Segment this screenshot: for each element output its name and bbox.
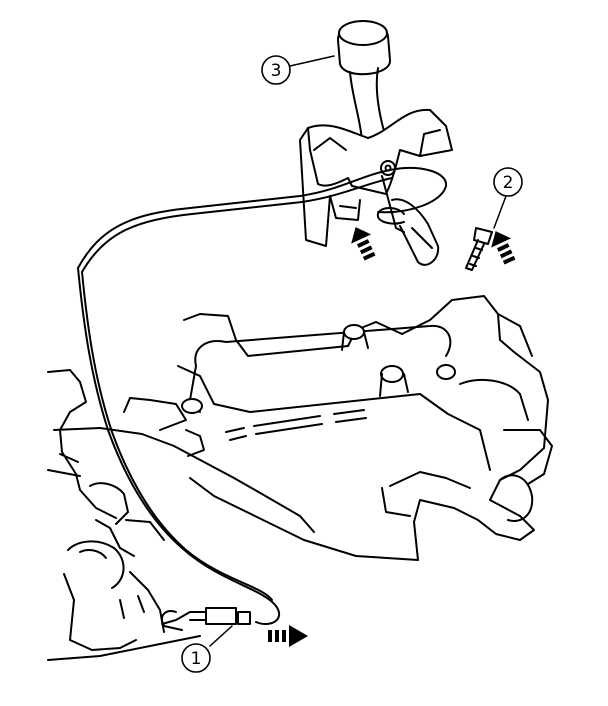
bolt [465,227,493,271]
lever-assembly [299,20,453,266]
direction-arrows [268,227,516,647]
connector-body [205,607,237,625]
leader-2 [493,195,507,229]
callout-1-label: 1 [191,649,202,669]
callout-1: 1 [181,643,211,673]
left-bracket [47,369,315,661]
callout-3: 3 [261,55,291,85]
leader-1 [209,625,233,647]
release-pawl [391,198,440,266]
callout-2-label: 2 [503,173,514,193]
callout-3-label: 3 [271,61,282,81]
arrow-bolt [491,231,516,265]
leader-3 [289,55,335,67]
steering-column [123,295,553,561]
wire-harness [77,166,448,631]
callout-2: 2 [493,167,523,197]
callout-leaders [209,55,507,647]
arrow-lever [351,227,376,261]
lever-shaft [349,67,387,141]
arrow-connector [268,625,308,647]
